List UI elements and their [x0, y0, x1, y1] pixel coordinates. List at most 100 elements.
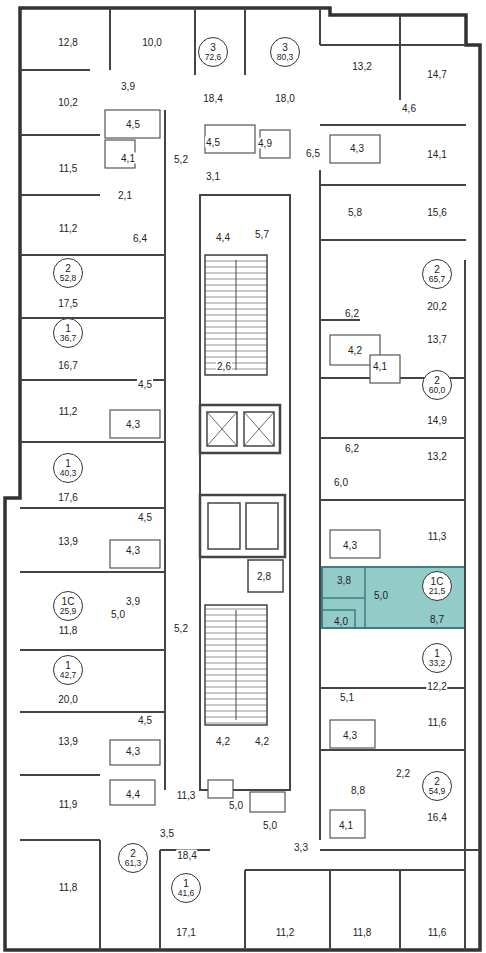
room-area: 11,5: [58, 163, 79, 174]
flat-area: 25,9: [60, 607, 77, 616]
room-count: 1С: [431, 577, 444, 587]
flat-area: 80,3: [277, 53, 294, 62]
room-area: 4,3: [349, 143, 365, 154]
highlighted-flat: 3,85,04,08,71С21,5: [322, 567, 465, 628]
room-area: 11,3: [176, 790, 197, 801]
room-area: 13,2: [426, 451, 447, 462]
room-area: 11,2: [58, 223, 79, 234]
room-area: 5,0: [228, 800, 244, 811]
room-area: 18,0: [274, 93, 295, 104]
flat-area: 41,6: [178, 889, 195, 898]
room-area: 4,5: [137, 715, 153, 726]
room-area: 14,7: [426, 69, 447, 80]
room-area: 16,4: [426, 812, 447, 823]
room-area: 11,8: [352, 927, 373, 938]
room-area: 11,8: [58, 882, 79, 893]
flat-area: 65,7: [429, 275, 446, 284]
room-count: 2: [434, 376, 440, 386]
room-area: 6,5: [305, 148, 321, 159]
flat-badge: 141,6: [171, 873, 201, 903]
room-area: 14,1: [426, 149, 447, 160]
room-area: 11,8: [58, 625, 79, 636]
room-area: 5,7: [254, 229, 270, 240]
room-area: 5,2: [173, 154, 189, 165]
room-count: 2: [130, 849, 136, 859]
room-area: 11,6: [427, 717, 448, 728]
room-area: 4,9: [257, 138, 273, 149]
room-area: 13,7: [426, 334, 447, 345]
room-area: 5,2: [173, 623, 189, 634]
room-area: 4,2: [347, 345, 363, 356]
room-count: 3: [282, 43, 288, 53]
room-area: 2,2: [395, 768, 411, 779]
room-count: 1С: [62, 597, 75, 607]
room-area: 3,3: [293, 842, 309, 853]
bathrooms: [105, 110, 400, 838]
room-area: 5,8: [347, 207, 363, 218]
outer-wall: [5, 8, 480, 950]
room-area: 3,8: [337, 575, 351, 586]
room-count: 2: [65, 264, 71, 274]
room-area: 6,2: [344, 308, 360, 319]
room-area: 4,2: [215, 736, 231, 747]
room-area: 4,4: [215, 232, 231, 243]
room-area: 20,2: [426, 301, 447, 312]
room-area: 4,1: [120, 153, 136, 164]
room-area: 4,5: [137, 512, 153, 523]
flat-area: 42,7: [60, 671, 77, 680]
core: [200, 255, 285, 725]
room-area: 13,9: [57, 736, 78, 747]
room-area: 18,4: [202, 93, 223, 104]
room-count: 1: [434, 649, 440, 659]
room-area: 2,6: [216, 361, 232, 372]
room-area: 5,1: [339, 692, 355, 703]
room-area: 13,9: [57, 536, 78, 547]
flat-badge: 254,9: [422, 771, 452, 801]
room-area: 4,3: [125, 419, 141, 430]
room-area: 6,4: [132, 233, 148, 244]
room-area: 3,5: [159, 828, 175, 839]
room-area: 4,3: [342, 540, 358, 551]
room-area: 4,5: [125, 119, 141, 130]
room-area: 4,5: [137, 379, 153, 390]
room-area: 4,3: [125, 746, 141, 757]
room-count: 1: [65, 661, 71, 671]
flat-badge: 380,3: [270, 37, 300, 67]
room-area: 4,0: [334, 616, 348, 627]
room-area: 11,2: [275, 927, 296, 938]
flat-badge: 136,7: [53, 318, 83, 348]
room-area: 4,6: [401, 103, 417, 114]
flat-badge: 1С25,9: [53, 591, 83, 621]
room-area: 12,2: [426, 681, 447, 692]
room-area: 10,0: [141, 37, 162, 48]
room-area: 13,2: [351, 61, 372, 72]
room-area: 3,9: [120, 81, 136, 92]
room-area: 4,3: [125, 545, 141, 556]
room-area: 3,1: [205, 171, 221, 182]
highlighted-flat: [322, 567, 465, 628]
flat-badge: 261,3: [118, 843, 148, 873]
room-area: 2,1: [117, 190, 133, 201]
flat-badge: 252,8: [53, 258, 83, 288]
room-count: 3: [210, 43, 216, 53]
room-area: 4,1: [372, 361, 388, 372]
flat-area: 40,3: [60, 469, 77, 478]
room-count: 2: [434, 777, 440, 787]
room-area: 4,2: [254, 736, 270, 747]
room-area: 11,3: [427, 531, 448, 542]
flat-badge: 1С21,5: [422, 571, 452, 601]
flat-area: 33,2: [429, 659, 446, 668]
flat-area: 60,0: [429, 386, 446, 395]
flat-badge: 260,0: [422, 370, 452, 400]
flat-area: 72,6: [205, 53, 222, 62]
flat-area: 52,8: [60, 274, 77, 283]
room-area: 15,6: [426, 207, 447, 218]
room-area: 6,2: [344, 443, 360, 454]
flat-badge: 372,6: [198, 37, 228, 67]
room-area: 8,8: [350, 785, 366, 796]
room-area: 4,5: [205, 137, 221, 148]
flat-area: 61,3: [125, 859, 142, 868]
flat-badge: 142,7: [53, 655, 83, 685]
room-area: 17,6: [57, 492, 78, 503]
flat-badge: 133,2: [422, 643, 452, 673]
